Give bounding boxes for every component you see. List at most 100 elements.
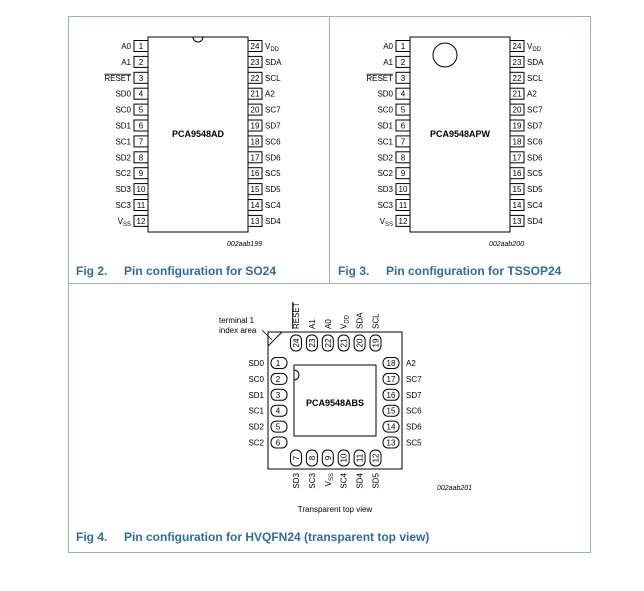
fig2-pin-name: SC2 xyxy=(115,169,131,178)
fig4-pin-name-main: SC3 xyxy=(308,472,317,488)
fig3-pin-box xyxy=(395,103,411,116)
fig3-pin-name-subscript: SS xyxy=(385,222,393,228)
fig2-pin-name: SC3 xyxy=(115,201,131,210)
fig2-pin-number: 22 xyxy=(251,74,260,83)
fig3-pin-name: SC7 xyxy=(527,106,543,115)
fig4-pin-pad xyxy=(305,334,318,352)
fig4-pin-pad xyxy=(321,449,334,467)
fig4-pin-name-subscript: SS xyxy=(329,473,335,481)
fig4-pad-notch-icon xyxy=(293,369,300,381)
fig4-pin-number: 19 xyxy=(372,338,381,347)
fig4-pin-name: A2 xyxy=(406,359,416,368)
fig2-pin-name-main: SD2 xyxy=(115,153,131,162)
fig4-pin-pad xyxy=(270,388,288,401)
fig2-pin-name-main: SCL xyxy=(265,74,281,83)
figure-4-title: Pin configuration for HVQFN24 (transpare… xyxy=(124,530,430,544)
fig3-pin-box xyxy=(395,87,411,100)
fig3-pin-name-subscript: DD xyxy=(532,47,541,53)
fig4-pin-name-main: A1 xyxy=(308,319,317,329)
fig2-pin-name: SCL xyxy=(265,74,281,83)
fig3-package-body xyxy=(409,36,511,233)
fig2-pin-box xyxy=(133,40,149,52)
fig3-pin-name: SD1 xyxy=(377,122,393,131)
fig2-pin-name-subscript: DD xyxy=(270,47,279,53)
fig4-pin-name-main: SD5 xyxy=(372,472,381,488)
fig2-pin-box xyxy=(133,183,149,196)
fig3-pin-name-main: SD5 xyxy=(527,185,543,194)
fig2-pin-name-main: SC4 xyxy=(265,201,281,210)
fig4-pin-pad xyxy=(382,404,400,417)
fig3-pin-box xyxy=(395,119,411,132)
fig4-pin-number: 16 xyxy=(387,391,396,400)
fig3-pin-name: SD5 xyxy=(527,185,543,194)
fig4-pin-pad xyxy=(353,334,366,352)
figure-2-number: Fig 2. xyxy=(76,264,108,278)
fig2-pin-name-main: SC0 xyxy=(115,106,131,115)
fig2-pin-box xyxy=(247,183,263,196)
fig4-terminal-label-line-1: terminal 1 xyxy=(219,316,255,325)
fig2-pin-name: A1 xyxy=(121,58,131,67)
figure-4-number: Fig 4. xyxy=(76,530,108,544)
fig4-pin-name-main: V xyxy=(324,480,333,486)
fig3-pin-number: 16 xyxy=(513,169,522,178)
fig4-pin-number: 18 xyxy=(387,359,396,368)
fig2-pin-name: SD5 xyxy=(265,185,281,194)
figure-3-caption: Fig 3.Pin configuration for TSSOP24 xyxy=(338,264,561,278)
fig3-pin-box xyxy=(509,55,525,68)
fig2-pin-name: SD1 xyxy=(115,122,131,131)
fig3-pin-name-main: SC7 xyxy=(527,106,543,115)
fig2-pin-name-main: SD3 xyxy=(115,185,131,194)
fig3-pin-number: 4 xyxy=(401,90,406,99)
fig4-pin-pad xyxy=(270,404,288,417)
fig3-pin-number: 5 xyxy=(401,106,406,115)
fig3-pin-number: 21 xyxy=(513,90,522,99)
fig4-terminal-leader-line xyxy=(261,329,273,341)
fig4-pin-number: 7 xyxy=(292,455,301,460)
fig2-pin-name-main: SD4 xyxy=(265,217,281,226)
fig4-pin-name: SD1 xyxy=(248,391,264,400)
fig3-pin-box xyxy=(509,151,525,164)
fig2-pin-name: SC4 xyxy=(265,201,281,210)
fig3-pin-number: 11 xyxy=(399,201,408,210)
fig3-pin-box xyxy=(509,183,525,196)
fig3-pin-name: SCL xyxy=(527,74,543,83)
fig2-pin-box xyxy=(247,119,263,132)
figure-3-title: Pin configuration for TSSOP24 xyxy=(386,264,562,278)
fig4-pin-pad xyxy=(290,334,302,352)
fig2-pin-box xyxy=(247,71,263,84)
fig2-pin-box xyxy=(133,199,149,211)
fig2-pin-box xyxy=(133,103,149,116)
fig3-pin-box xyxy=(509,103,525,116)
fig4-pin-pad xyxy=(382,357,400,369)
fig4-pin-name-main: SD4 xyxy=(356,472,365,488)
fig4-pin-name: SD5 xyxy=(372,472,381,488)
fig4-pin-name: VSS xyxy=(324,473,335,486)
fig3-pin-name: VSS xyxy=(380,217,393,228)
fig4-pin-pad xyxy=(382,436,400,449)
fig2-pin-box xyxy=(133,71,149,84)
fig3-pin-number: 12 xyxy=(399,217,408,226)
figure-2-caption: Fig 2.Pin configuration for SO24 xyxy=(76,264,276,278)
fig3-drawing-code: 002aab200 xyxy=(489,241,524,248)
fig4-pin-name: VDD xyxy=(340,314,351,329)
fig3-pin-box xyxy=(395,214,411,227)
fig4-terminal-1-chamfer xyxy=(267,331,283,347)
fig4-pin-name: SD3 xyxy=(292,472,301,488)
fig2-pin-name-main: SC6 xyxy=(265,137,281,146)
fig4-pin-name: SC4 xyxy=(340,472,349,488)
fig2-pin-name: SD4 xyxy=(265,217,281,226)
fig4-pin-name-main: RESET xyxy=(292,302,301,329)
fig3-pin-name: SDA xyxy=(527,58,544,67)
fig3-pin-name: SD4 xyxy=(527,217,543,226)
fig4-pin-pad xyxy=(270,436,288,449)
fig4-pin-name: SC1 xyxy=(248,407,264,416)
fig3-pin-number: 24 xyxy=(513,42,522,51)
fig4-pin-number: 15 xyxy=(387,407,396,416)
fig4-pin-name: SCL xyxy=(372,313,381,329)
fig2-pin-name: A0 xyxy=(121,42,131,51)
fig2-pin-box xyxy=(133,151,149,164)
fig2-pin-box xyxy=(247,40,263,52)
fig2-pin-name: SC7 xyxy=(265,106,281,115)
fig4-pin-pad xyxy=(305,449,318,467)
